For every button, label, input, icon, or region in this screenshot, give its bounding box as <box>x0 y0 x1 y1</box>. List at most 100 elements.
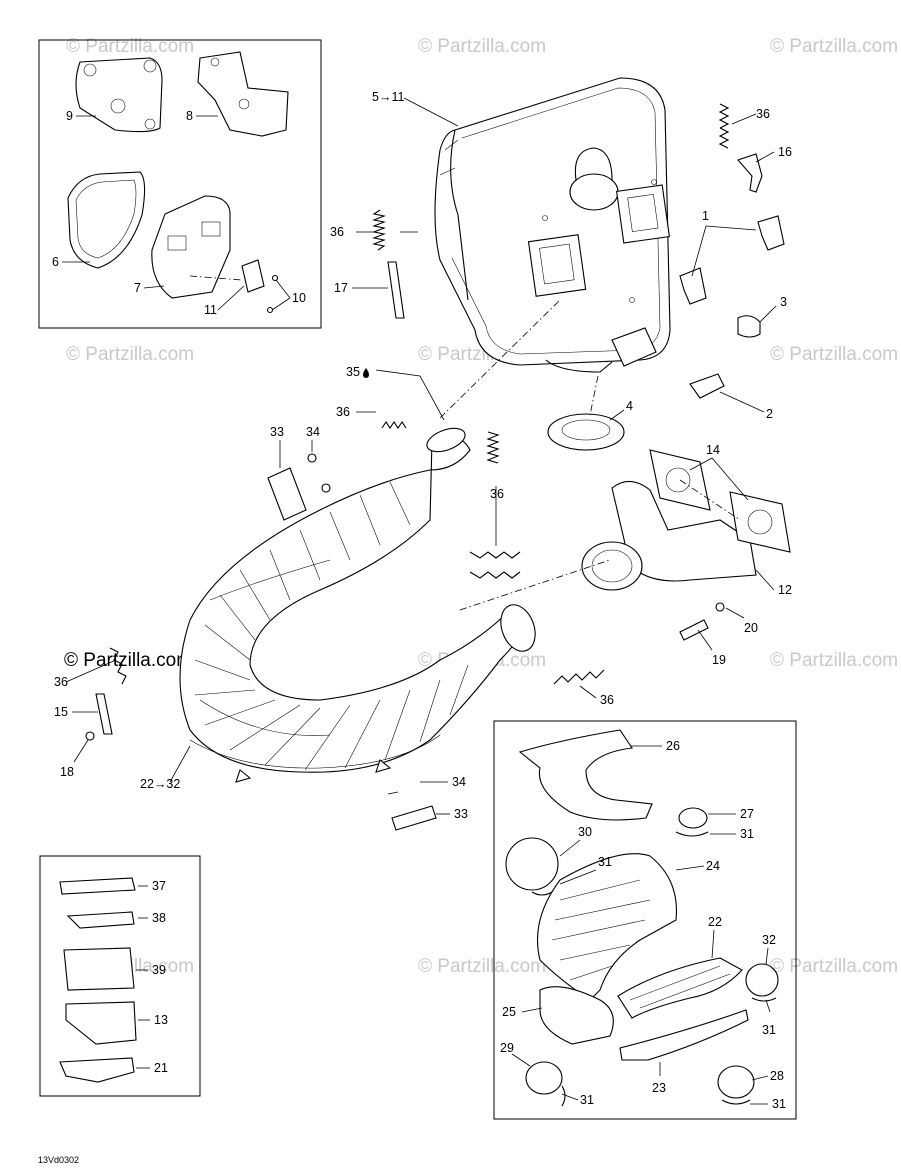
gasket-14-lower <box>729 491 791 553</box>
label-24: 24 <box>706 859 720 873</box>
label-22: 22 <box>708 915 722 929</box>
label-11: 11 <box>204 303 217 317</box>
leader-lines <box>62 97 777 1105</box>
label-23: 23 <box>652 1081 666 1095</box>
label-9: 9 <box>66 109 73 123</box>
label-17: 17 <box>334 281 348 295</box>
label-38: 38 <box>152 911 166 925</box>
bracket-15 <box>95 693 113 735</box>
y-manifold-12 <box>581 480 757 591</box>
label-12: 12 <box>778 583 792 597</box>
clamp-29 <box>525 1061 563 1095</box>
label-14: 14 <box>706 443 720 457</box>
assembly-line <box>589 375 599 416</box>
watermark: © Partzilla.com <box>66 36 194 57</box>
label-21: 21 <box>154 1061 168 1075</box>
spring-36-pair-a <box>469 551 521 559</box>
spring-36-center <box>486 431 500 464</box>
screw-19 <box>679 619 709 641</box>
watermark: © Partzilla.com <box>66 344 194 365</box>
bracket-33-lower <box>391 805 437 831</box>
label-13: 13 <box>154 1013 168 1027</box>
label-36: 36 <box>490 487 504 501</box>
nut-10-lower <box>266 306 274 314</box>
inset-box-decals <box>39 855 201 1097</box>
oil-drop-icon <box>363 368 369 378</box>
label-7: 7 <box>134 281 141 295</box>
label-36: 36 <box>336 405 350 419</box>
spring-36-lower-right <box>553 669 605 685</box>
inset-box-pipe-insulation <box>493 720 797 1120</box>
grommet-3 <box>737 315 761 338</box>
shield-8 <box>197 51 289 137</box>
shield-7 <box>151 195 231 299</box>
diagram-code: 13Vd0302 <box>38 1155 79 1165</box>
watermark: © Partzilla.com <box>770 344 898 365</box>
label-6: 6 <box>52 255 59 269</box>
spring-31-e <box>721 1099 751 1105</box>
bracket-16 <box>737 153 763 193</box>
label-33: 33 <box>270 425 284 439</box>
label-31: 31 <box>580 1093 594 1107</box>
plate-9 <box>75 57 163 133</box>
decal-38 <box>66 911 135 929</box>
spring-31-d <box>561 1085 566 1107</box>
insulation-6 <box>67 171 146 269</box>
spring-31-c <box>751 997 777 1002</box>
nut-34-upper <box>307 453 317 463</box>
label-25: 25 <box>502 1005 516 1019</box>
tuned-pipe <box>179 427 536 783</box>
nut-10-upper <box>271 274 279 282</box>
callout-labels: 5→11 36 16 1 36 17 3 35 2 36 4 33 34 14 … <box>52 90 792 1111</box>
clamp-30 <box>505 837 559 891</box>
label-31: 31 <box>598 855 612 869</box>
label-39: 39 <box>152 963 166 977</box>
label-34: 34 <box>306 425 320 439</box>
label-20: 20 <box>744 621 758 635</box>
label-1: 1 <box>702 209 709 223</box>
label-3: 3 <box>780 295 787 309</box>
gasket-4 <box>547 413 625 451</box>
watermark: © Partzilla.com <box>770 36 898 57</box>
watermark: © Partzilla.com <box>418 956 546 977</box>
clamp-27 <box>678 807 708 829</box>
label-22-32: 22→32 <box>140 777 180 791</box>
clamp-32 <box>745 963 779 997</box>
nut-18 <box>85 731 95 741</box>
insulation-25 <box>539 986 614 1045</box>
muffler <box>434 77 671 373</box>
label-31: 31 <box>772 1097 786 1111</box>
clamp-28 <box>717 1065 755 1099</box>
clip-1-upper <box>757 215 785 251</box>
label-29: 29 <box>500 1041 514 1055</box>
label-36: 36 <box>600 693 614 707</box>
label-8: 8 <box>186 109 193 123</box>
watermark: © Partzilla.com <box>770 650 898 671</box>
spring-36-pair-b <box>469 571 521 579</box>
inset-box-heat-shields <box>38 39 322 329</box>
label-15: 15 <box>54 705 68 719</box>
decal-13 <box>65 1001 137 1045</box>
bracket-33-upper <box>267 467 307 521</box>
spring-36-top <box>718 103 730 149</box>
spring-36-left <box>372 209 386 251</box>
watermark-dark: © Partzilla.com <box>64 650 192 671</box>
spring-31-a <box>675 831 709 837</box>
label-37: 37 <box>152 879 166 893</box>
spring-36-upper-left <box>381 421 407 429</box>
label-30: 30 <box>578 825 592 839</box>
spring-36-far-left <box>109 647 127 685</box>
label-5-11: 5→11 <box>372 90 404 104</box>
label-31: 31 <box>762 1023 776 1037</box>
watermark: © Partzilla.com <box>418 36 546 57</box>
label-35: 35 <box>346 365 360 379</box>
decal-37 <box>59 877 136 895</box>
label-2: 2 <box>766 407 773 421</box>
shield-22 <box>617 957 743 1019</box>
label-26: 26 <box>666 739 680 753</box>
label-34: 34 <box>452 775 466 789</box>
label-28: 28 <box>770 1069 784 1083</box>
nut-34-lower <box>321 483 331 493</box>
label-18: 18 <box>60 765 74 779</box>
